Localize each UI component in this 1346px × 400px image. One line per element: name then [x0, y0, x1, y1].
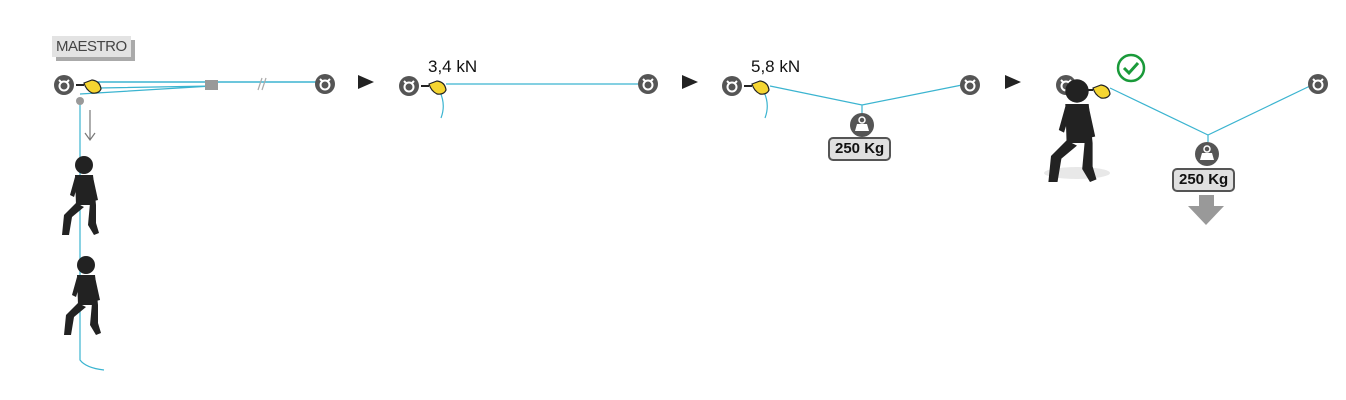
next-step-arrow-icon	[682, 75, 698, 89]
pulley-icon	[743, 80, 770, 96]
next-step-arrow-icon	[1005, 75, 1021, 89]
panel-2	[398, 73, 659, 119]
anchor-icon	[314, 73, 336, 95]
anchor-icon	[53, 74, 75, 96]
rope-grab-icon	[205, 80, 218, 90]
load-icon	[849, 112, 875, 138]
panel-3	[721, 74, 981, 138]
panel-1	[53, 73, 336, 371]
pulley-icon	[420, 80, 447, 96]
anchor-icon	[959, 74, 981, 96]
force-label: 3,4 kN	[428, 57, 478, 76]
load-weight-badge: 250 Kg	[828, 137, 892, 161]
person-icon	[1048, 79, 1097, 182]
load-weight-badge: 250 Kg	[1172, 168, 1236, 192]
anchor-icon	[637, 73, 659, 95]
check-icon	[1116, 53, 1146, 83]
anchor-icon	[721, 75, 743, 97]
pulley-icon	[75, 79, 102, 95]
break-mark	[257, 77, 267, 91]
down-arrow-icon	[1188, 195, 1224, 225]
anchor-icon	[1307, 73, 1329, 95]
maestro-tag: MAESTRO	[52, 36, 131, 57]
person-icon	[64, 256, 101, 335]
force-label: 5,8 kN	[751, 57, 801, 76]
next-step-arrow-icon	[358, 75, 374, 89]
load-icon	[1194, 141, 1220, 167]
panel-4	[1044, 53, 1329, 225]
down-arrow-icon	[84, 110, 96, 142]
pulley-icon	[1084, 84, 1111, 100]
anchor-icon	[398, 75, 420, 97]
